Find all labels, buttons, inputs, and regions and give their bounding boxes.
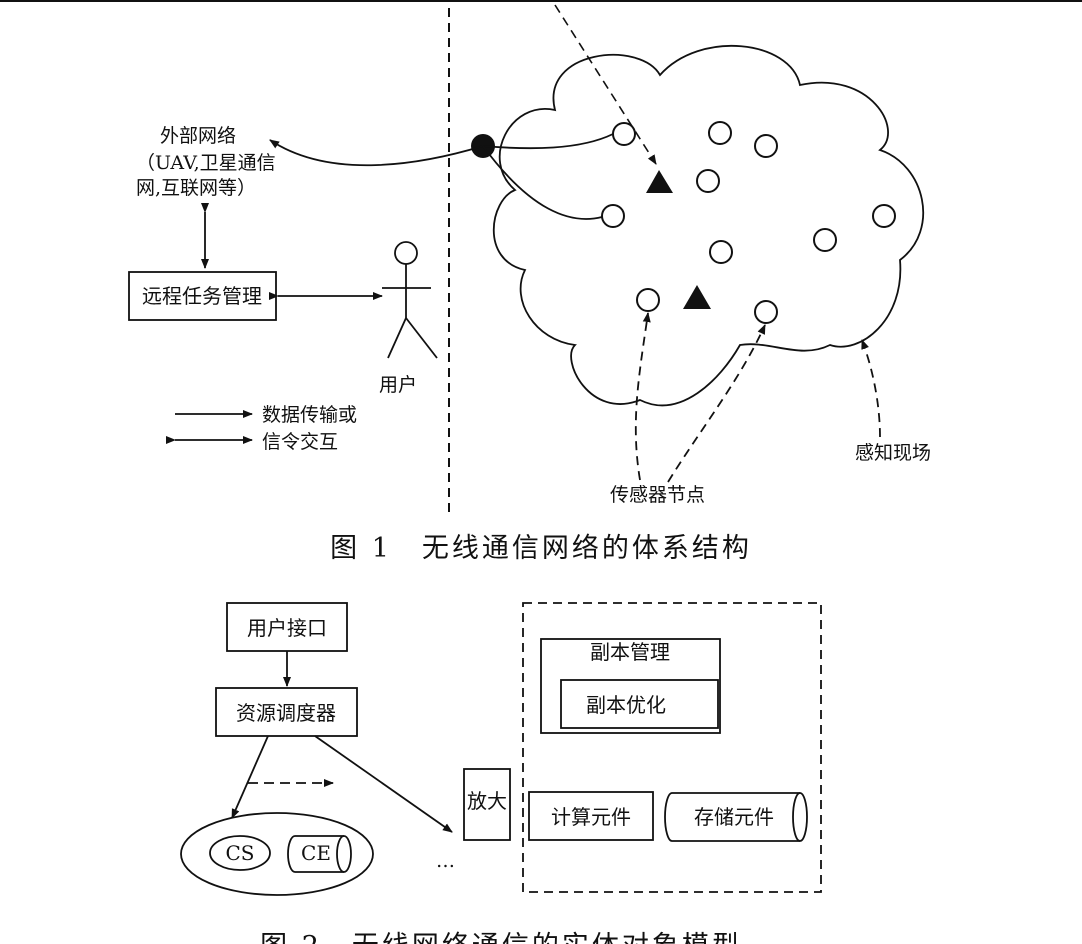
scheduler-to-cluster-arrow: [231, 735, 269, 819]
sensor-node: [636, 288, 660, 312]
incoming-dashed-arrow: [554, 4, 657, 165]
storage-element-label: 存储元件: [694, 805, 774, 829]
user-interface-label: 用户接口: [247, 616, 327, 640]
figure-2-caption: 图 2 无线网络通信的实体对象模型: [260, 931, 742, 944]
replica-optimization-box: [560, 679, 719, 729]
sensor-node: [813, 228, 837, 252]
cs-ellipse: [209, 835, 271, 871]
sensor-node: [708, 121, 732, 145]
sensor-node: [754, 300, 778, 324]
legend-label-1: 数据传输或: [262, 404, 357, 426]
gateway-to-node-link-2: [482, 145, 603, 220]
figure-1: 外部网络 （UAV,卫星通信 网,互联网等） 远程任务管理 用户 数据传输或 信…: [0, 0, 1082, 564]
sink-node-triangle: [683, 285, 711, 309]
sensor-pointer-1: [634, 312, 651, 481]
sensor-node: [872, 204, 896, 228]
user-interface-box: [226, 602, 348, 652]
sensor-node: [754, 134, 778, 158]
resource-cluster-ellipse: [180, 812, 374, 896]
sensor-node: [696, 169, 720, 193]
scheduler-to-amplify-arrow: [314, 735, 453, 833]
compute-element-label: 计算元件: [551, 805, 631, 829]
figure-2: 用户接口 资源调度器 CS CE … 放大 副本管理 副本优化 计算: [180, 602, 822, 944]
replica-optimization-label: 副本优化: [586, 693, 666, 717]
remote-task-box: [128, 271, 277, 321]
resource-scheduler-box: [215, 687, 358, 737]
gateway-to-external-link: [269, 139, 484, 167]
gateway-to-node-link-1: [482, 133, 614, 150]
amplify-label: 放大: [467, 789, 507, 813]
user-figure: [382, 241, 438, 359]
sensor-node: [709, 240, 733, 264]
field-pointer: [861, 339, 881, 438]
external-network-label-1: 外部网络: [160, 125, 236, 147]
cs-label: CS: [225, 841, 254, 865]
sensor-node: [601, 204, 625, 228]
figure-1-caption: 图 1 无线通信网络的体系结构: [330, 533, 752, 564]
sensor-pointer-2: [667, 324, 766, 483]
sensing-field-label: 感知现场: [855, 442, 931, 464]
grid-node-container: [522, 602, 822, 893]
external-network-label-2: （UAV,卫星通信: [136, 152, 276, 174]
sensor-node: [612, 122, 636, 146]
user-label: 用户: [379, 374, 417, 396]
amplify-box: [463, 768, 511, 841]
ce-cylinder: [287, 835, 352, 873]
external-network-label-3: 网,互联网等）: [136, 177, 256, 199]
remote-task-label: 远程任务管理: [142, 284, 262, 308]
resource-scheduler-label: 资源调度器: [236, 701, 336, 725]
ellipsis-label: …: [436, 850, 455, 872]
compute-element-box: [528, 791, 654, 841]
legend-label-2: 信令交互: [262, 431, 338, 453]
sensor-nodes-label: 传感器节点: [610, 484, 705, 506]
replica-management-label: 副本管理: [590, 640, 670, 664]
storage-element-cylinder: [664, 792, 808, 842]
sensing-field-cloud: [492, 45, 925, 407]
ce-label: CE: [301, 841, 331, 865]
sink-node-triangle: [646, 170, 673, 193]
